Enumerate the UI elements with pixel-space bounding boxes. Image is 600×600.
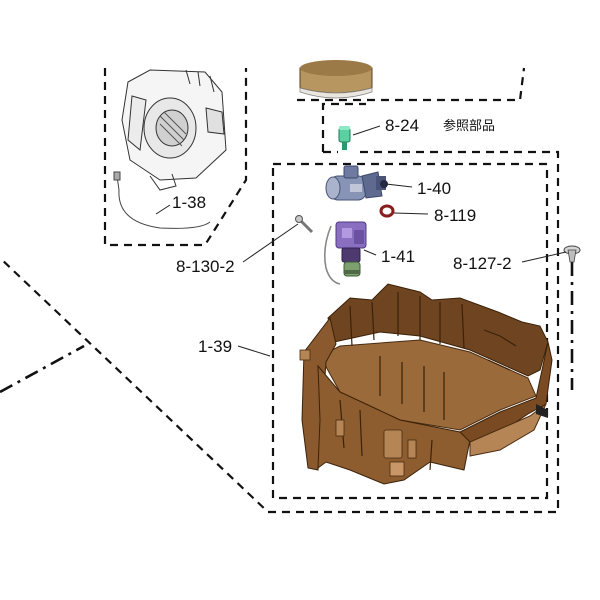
label-8-24-note: 参照部品 <box>443 118 495 134</box>
leader-1-41 <box>363 249 377 256</box>
leader-1-39 <box>237 345 271 357</box>
screw-8-127-2 <box>563 245 581 263</box>
group-outline-connector <box>321 102 366 152</box>
label-1-38: 1-38 <box>172 193 206 212</box>
seal-ring-8-119 <box>379 204 395 218</box>
leader-8-127-2 <box>521 251 567 263</box>
housing-1-39 <box>299 283 553 485</box>
group-outline-outer <box>0 150 560 514</box>
leader-1-40 <box>385 183 413 188</box>
valve-1-41 <box>324 221 367 285</box>
label-8-119: 8-119 <box>434 206 476 225</box>
label-1-40: 1-40 <box>417 179 451 198</box>
label-1-39: 1-39 <box>198 337 232 356</box>
fan-unit-1-38 <box>113 69 227 229</box>
screw-8-130-2 <box>295 215 314 234</box>
leader-8-119 <box>393 212 429 215</box>
group-outline-inner <box>271 162 549 500</box>
label-8-127-2: 8-127-2 <box>453 254 512 273</box>
leader-8-130-2 <box>242 223 299 263</box>
pump-bottom-part <box>299 60 373 99</box>
label-8-130-2: 8-130-2 <box>176 257 235 276</box>
leader-8-24 <box>352 125 381 136</box>
leader-1-38 <box>155 204 171 215</box>
connector-8-24 <box>338 126 351 150</box>
label-1-41: 1-41 <box>381 247 415 266</box>
group-outline-fan <box>103 68 248 247</box>
dash-dot-line <box>0 344 85 394</box>
valve-1-40 <box>325 165 388 201</box>
group-outline-top <box>297 67 526 102</box>
label-8-24: 8-24 <box>385 116 419 135</box>
